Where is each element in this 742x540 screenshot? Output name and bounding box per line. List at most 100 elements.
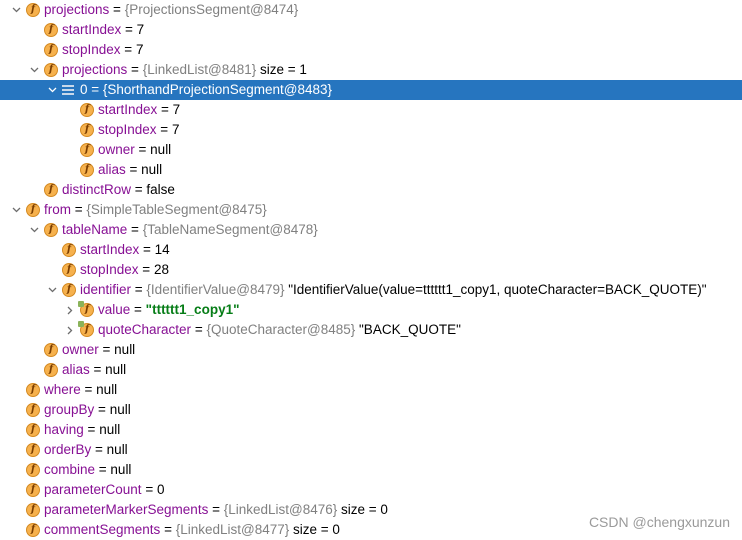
node-label: having = null [44, 420, 120, 440]
field-value: null [106, 442, 128, 457]
field-name: 0 [80, 82, 88, 97]
field-name: startIndex [80, 242, 140, 257]
field-value: null [109, 402, 131, 417]
field-icon: f [62, 283, 76, 297]
field-icon: f [62, 243, 76, 257]
chevron-down-icon[interactable] [44, 280, 60, 300]
equals-sign: = [191, 322, 207, 337]
chevron-right-icon[interactable] [62, 300, 78, 320]
field-value: false [146, 182, 175, 197]
equals-sign: = [98, 342, 115, 357]
field-icon: f [26, 383, 40, 397]
field-value: 7 [171, 122, 180, 137]
equals-sign: = [83, 422, 100, 437]
field-icon: f [26, 423, 40, 437]
object-reference: {LinkedList@8477} [175, 522, 290, 537]
tree-node-parametermarkersegments[interactable]: f parameterMarkerSegments = {LinkedList@8… [0, 500, 742, 520]
chevron-down-icon[interactable] [8, 0, 24, 20]
equals-sign: = [125, 162, 142, 177]
field-value: "tttttt1_copy1" [145, 302, 240, 317]
field-icon: f [26, 463, 40, 477]
tree-node-0[interactable]: 0 = {ShorthandProjectionSegment@8483} [0, 80, 742, 100]
equals-sign: = [127, 222, 143, 237]
node-label: projections = {ProjectionsSegment@8474} [44, 0, 298, 20]
equals-sign: = [87, 82, 103, 97]
field-name: where [44, 382, 81, 397]
field-name: alias [62, 362, 90, 377]
node-label: commentSegments = {LinkedList@8477} size… [44, 520, 340, 540]
equals-sign: = [120, 42, 136, 57]
chevron-down-icon[interactable] [26, 60, 42, 80]
node-label: 0 = {ShorthandProjectionSegment@8483} [80, 80, 332, 100]
field-icon: f [26, 403, 40, 417]
field-value: 7 [135, 42, 144, 57]
field-name: groupBy [44, 402, 95, 417]
chevron-down-icon[interactable] [44, 80, 60, 100]
equals-sign: = [138, 262, 154, 277]
object-reference: {LinkedList@8476} [223, 502, 338, 517]
equals-sign: = [94, 402, 110, 417]
field-value: null [114, 342, 136, 357]
chevron-down-icon[interactable] [8, 200, 24, 220]
object-reference: {TableNameSegment@8478} [142, 222, 318, 237]
field-name: owner [98, 142, 135, 157]
field-icon: f [26, 483, 40, 497]
field-name: combine [44, 462, 96, 477]
value-summary: size = 1 [256, 62, 307, 77]
node-label: startIndex = 14 [80, 240, 170, 260]
chevron-right-icon[interactable] [62, 320, 78, 340]
field-name: stopIndex [98, 122, 157, 137]
node-label: parameterMarkerSegments = {LinkedList@84… [44, 500, 388, 520]
tree-node-startindex[interactable]: f startIndex = 14 [0, 240, 742, 260]
node-label: stopIndex = 28 [80, 260, 169, 280]
field-name: orderBy [44, 442, 92, 457]
field-icon: f [26, 503, 40, 517]
field-value: null [110, 462, 132, 477]
field-name: parameterCount [44, 482, 142, 497]
tree-node-combine[interactable]: f combine = null [0, 460, 742, 480]
field-value: null [99, 422, 121, 437]
field-icon: f [44, 223, 58, 237]
field-value: 0 [156, 482, 165, 497]
field-name: quoteCharacter [98, 322, 192, 337]
node-label: startIndex = 7 [62, 20, 144, 40]
final-field-icon: f [78, 301, 94, 317]
object-reference: {ShorthandProjectionSegment@8483} [102, 82, 333, 97]
final-field-icon: f [78, 321, 94, 337]
object-reference: {ProjectionsSegment@8474} [124, 2, 299, 17]
tree-node-groupby[interactable]: f groupBy = null [0, 400, 742, 420]
field-name: value [98, 302, 131, 317]
field-name: startIndex [98, 102, 158, 117]
node-label: projections = {LinkedList@8481} size = 1 [62, 60, 307, 80]
equals-sign: = [141, 482, 157, 497]
node-label: combine = null [44, 460, 131, 480]
tree-node-having[interactable]: f having = null [0, 420, 742, 440]
node-label: groupBy = null [44, 400, 131, 420]
tree-node-parametercount[interactable]: f parameterCount = 0 [0, 480, 742, 500]
field-value: null [150, 142, 172, 157]
node-label: owner = null [98, 140, 171, 160]
field-value: 7 [172, 102, 181, 117]
chevron-down-icon[interactable] [26, 220, 42, 240]
node-label: alias = null [98, 160, 162, 180]
